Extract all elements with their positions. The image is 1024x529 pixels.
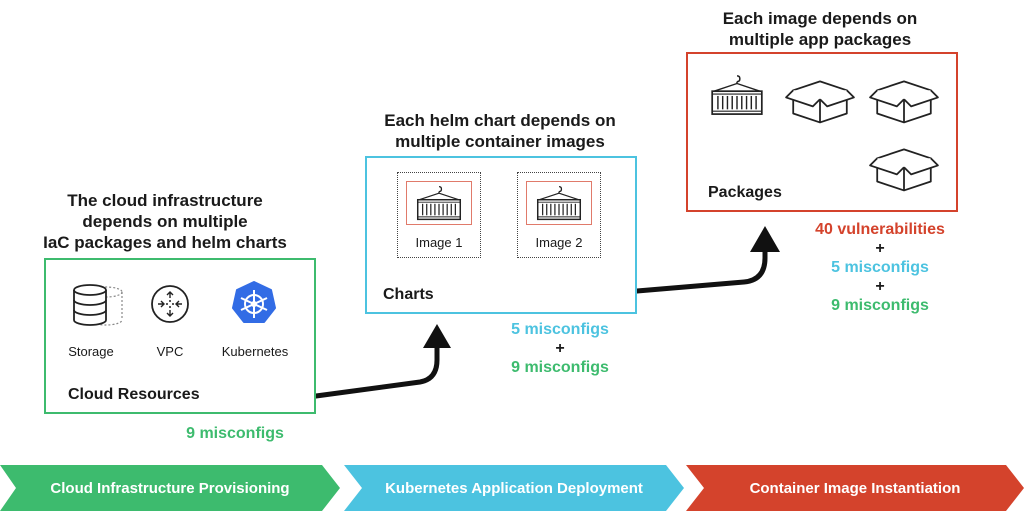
charts-counts: 5 misconfigs + 9 misconfigs xyxy=(480,320,640,377)
phase-label: Kubernetes Application Deployment xyxy=(385,479,643,497)
cloud-misconfigs-count: 9 misconfigs xyxy=(186,425,284,442)
charts-misconfigs-b: 9 misconfigs xyxy=(511,359,609,376)
package-box-icon xyxy=(784,76,856,126)
phase-cloud-infrastructure: Cloud Infrastructure Provisioning xyxy=(0,465,340,511)
phase-label: Container Image Instantiation xyxy=(749,479,961,497)
helm-heading-line: Each helm chart depends on xyxy=(384,111,616,130)
image-card-label: Image 1 xyxy=(415,235,463,250)
container-icon xyxy=(534,185,584,221)
package-box-icon xyxy=(868,144,940,194)
image-heading-line: multiple app packages xyxy=(728,30,912,49)
packages-title: Packages xyxy=(708,184,782,201)
packages-plus: + xyxy=(875,240,885,257)
packages-vulnerabilities: 40 vulnerabilities xyxy=(815,221,945,238)
charts-title: Charts xyxy=(383,286,434,303)
arrow-head-packages xyxy=(750,226,780,252)
arrow-cloud-to-charts xyxy=(313,343,440,399)
arrow-head-charts xyxy=(423,324,451,348)
packages-counts: 40 vulnerabilities + 5 misconfigs + 9 mi… xyxy=(780,220,980,315)
packages-plus: + xyxy=(875,278,885,295)
image-card-inner xyxy=(406,181,472,225)
packages-misconfigs-b: 9 misconfigs xyxy=(831,297,929,314)
helm-heading-line: multiple container images xyxy=(395,132,605,151)
phase-kubernetes-deployment: Kubernetes Application Deployment xyxy=(344,465,684,511)
phase-container-instantiation: Container Image Instantiation xyxy=(686,465,1024,511)
package-box-icon xyxy=(868,76,940,126)
cloud-resources-title: Cloud Resources xyxy=(68,386,200,403)
container-icon xyxy=(414,185,464,221)
arrow-charts-to-packages xyxy=(634,247,768,294)
helm-heading: Each helm chart depends on multiple cont… xyxy=(350,110,650,152)
vpc-icon xyxy=(151,285,189,323)
packages-box: Packages xyxy=(686,52,958,212)
kubernetes-label: Kubernetes xyxy=(221,344,289,359)
cloud-heading-line: depends on multiple xyxy=(82,212,248,231)
phase-label: Cloud Infrastructure Provisioning xyxy=(50,479,290,497)
image-card-inner xyxy=(526,181,592,225)
cloud-heading-line: The cloud infrastructure xyxy=(67,191,263,210)
cloud-heading-line: IaC packages and helm charts xyxy=(43,233,287,252)
database-icon xyxy=(73,284,123,326)
charts-box: Image 1 Image 2 Charts xyxy=(365,156,637,314)
container-icon xyxy=(708,74,766,116)
vpc-label: VPC xyxy=(156,344,184,359)
image-heading: Each image depends on multiple app packa… xyxy=(670,8,970,50)
cloud-resources-box: Storage VPC Kubernetes Cloud Resources xyxy=(44,258,316,414)
packages-misconfigs-a: 5 misconfigs xyxy=(831,259,929,276)
charts-plus: + xyxy=(555,340,565,357)
image-card: Image 2 xyxy=(517,172,601,258)
storage-label: Storage xyxy=(68,344,114,359)
image-card: Image 1 xyxy=(397,172,481,258)
image-heading-line: Each image depends on xyxy=(722,9,918,28)
kubernetes-icon xyxy=(232,281,276,323)
image-card-label: Image 2 xyxy=(535,235,583,250)
cloud-heading: The cloud infrastructure depends on mult… xyxy=(30,190,300,253)
charts-misconfigs-a: 5 misconfigs xyxy=(511,321,609,338)
